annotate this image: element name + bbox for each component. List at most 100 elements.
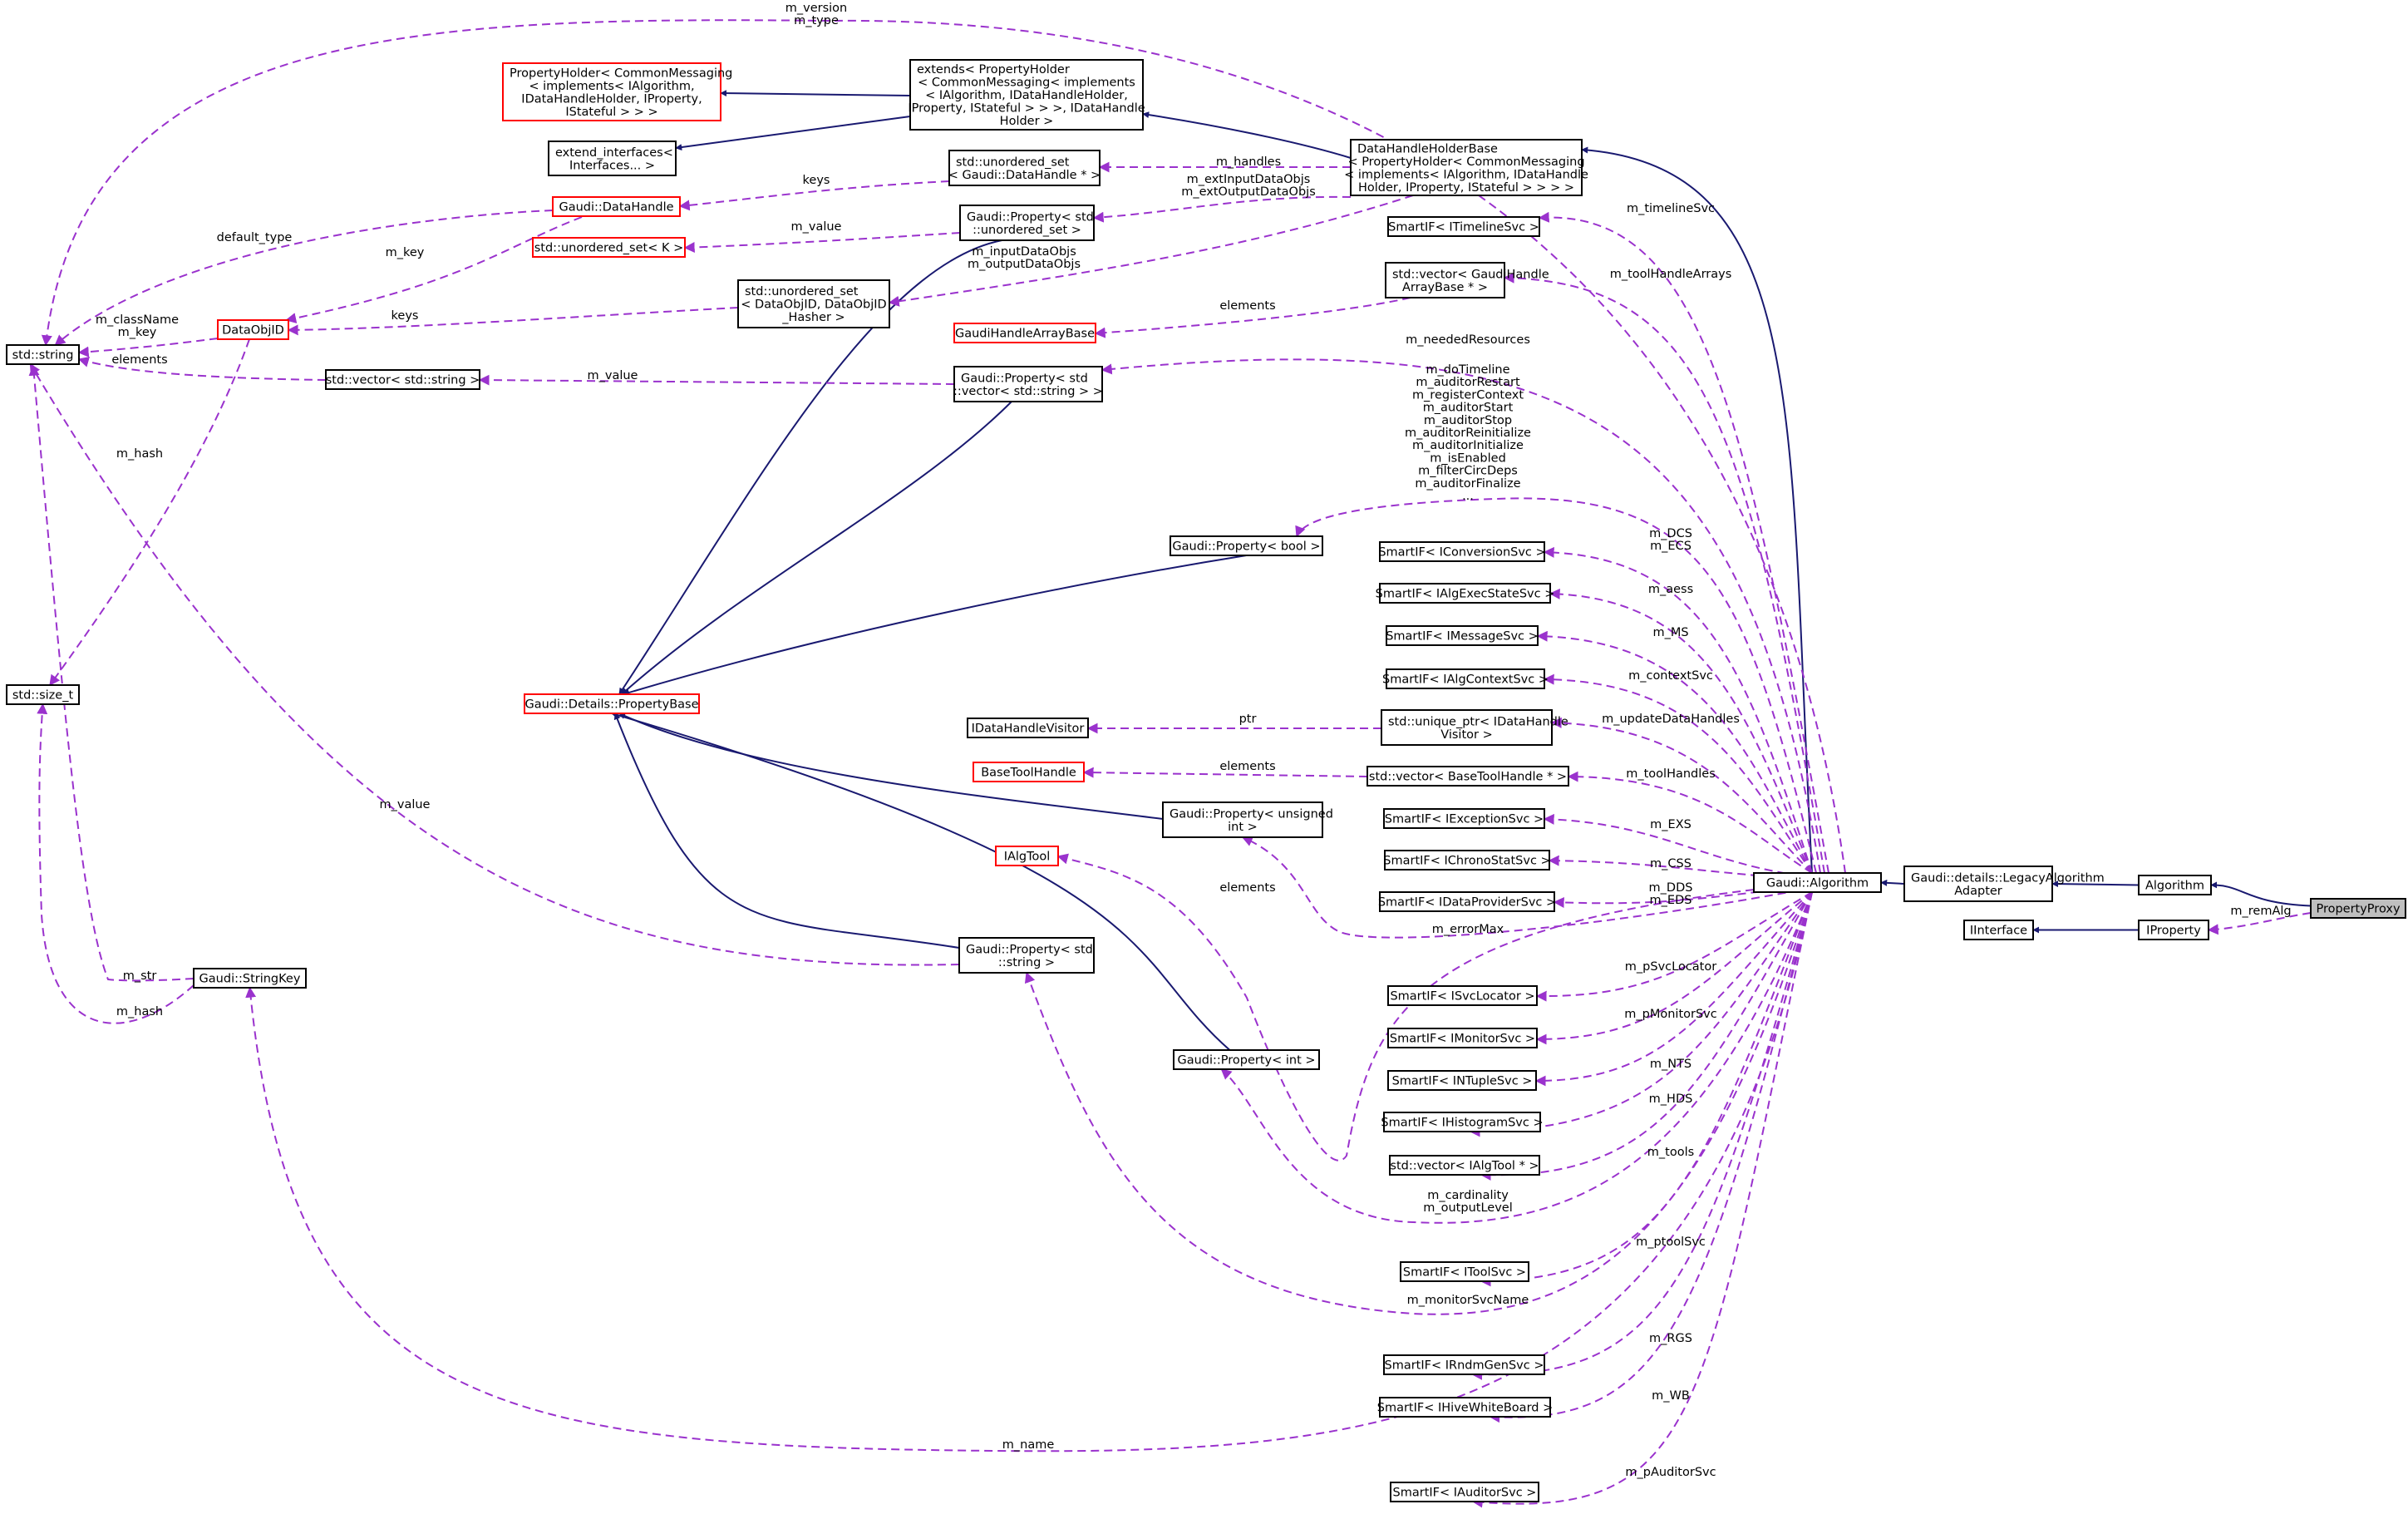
- edge-label-dds: m_DDS: [1649, 881, 1693, 895]
- class-node-sif-exc[interactable]: SmartIF< IExceptionSvc >: [1383, 808, 1545, 829]
- class-node-sif-aud[interactable]: SmartIF< IAuditorSvc >: [1390, 1482, 1539, 1502]
- edge-legacy-alg: [2051, 880, 2140, 888]
- class-node-ialgtool[interactable]: IAlgTool: [995, 846, 1059, 866]
- class-node-label: std::unique_ptr< IDataHandle: [1388, 715, 1568, 728]
- edge-label-elements-str: elements: [111, 353, 167, 367]
- class-node-sif-rnd[interactable]: SmartIF< IRndmGenSvc >: [1383, 1354, 1545, 1375]
- class-node-box: [2310, 898, 2406, 919]
- class-node-ghab[interactable]: GaudiHandleArrayBase: [953, 323, 1096, 343]
- class-node-label: < CommonMessaging< implements: [918, 76, 1135, 90]
- class-node-sif-chr[interactable]: SmartIF< IChronoStatSvc >: [1383, 850, 1551, 871]
- edge-udh: [1550, 717, 1813, 874]
- class-node-sif-mon[interactable]: SmartIF< IMonitorSvc >: [1387, 1028, 1538, 1048]
- class-node-box: [953, 323, 1096, 343]
- class-node-doid[interactable]: DataObjID: [217, 319, 289, 340]
- edge-label-value-uset: m_value: [791, 220, 842, 234]
- class-node-box: [1389, 1155, 1540, 1176]
- class-node-box: [193, 968, 307, 989]
- class-node-box: [1379, 1397, 1551, 1418]
- class-node-box: [548, 141, 677, 176]
- class-node-ext[interactable]: extends< PropertyHolder< CommonMessaging…: [908, 59, 1145, 131]
- class-node-uptr[interactable]: std::unique_ptr< IDataHandleVisitor >: [1381, 709, 1568, 746]
- class-node-galg[interactable]: Gaudi::Algorithm: [1753, 872, 1882, 893]
- edge-label-ctx: m_contextSvc: [1628, 669, 1713, 683]
- class-node-box: [524, 693, 700, 714]
- class-node-uset-dh[interactable]: std::unordered_set< Gaudi::DataHandle * …: [948, 150, 1101, 186]
- class-node-sif-tl[interactable]: SmartIF< ITimelineSvc >: [1387, 216, 1540, 237]
- class-node-sif-sl[interactable]: SmartIF< ISvcLocator >: [1387, 985, 1538, 1006]
- class-node-label: Gaudi::Property< std: [961, 372, 1088, 385]
- edge-exs: [1543, 813, 1813, 878]
- edge-mstr: [28, 364, 195, 982]
- edge-label-udh: m_updateDataHandles: [1602, 713, 1740, 726]
- class-node-pbase[interactable]: Gaudi::Details::PropertyBase: [524, 693, 700, 714]
- edge-paud: [1471, 891, 1813, 1508]
- class-node-box: [1367, 766, 1569, 787]
- class-node-vstr[interactable]: std::vector< std::string >: [325, 369, 480, 390]
- class-node-box: [1903, 866, 2053, 902]
- class-node-sif-hist[interactable]: SmartIF< IHistogramSvc >: [1381, 1112, 1544, 1132]
- class-node-prop-str[interactable]: Gaudi::Property< std::string >: [958, 937, 1095, 974]
- edge-label-bools: ...: [1462, 490, 1474, 503]
- class-node-sif-ctx[interactable]: SmartIF< IAlgContextSvc >: [1382, 668, 1549, 689]
- class-node-sif-wb[interactable]: SmartIF< IHiveWhiteBoard >: [1377, 1397, 1553, 1418]
- class-node-label: SmartIF< IDataProviderSvc >: [1378, 896, 1556, 910]
- class-node-iprop[interactable]: IProperty: [2138, 920, 2209, 940]
- class-node-extif[interactable]: extend_interfaces<Interfaces... >: [548, 141, 677, 176]
- class-node-alg[interactable]: Algorithm: [2138, 875, 2212, 895]
- class-node-label: IDataHandleVisitor: [972, 723, 1085, 736]
- class-node-vgha[interactable]: std::vector< GaudiHandleArrayBase * >: [1385, 262, 1549, 298]
- class-node-skey[interactable]: Gaudi::StringKey: [193, 968, 307, 989]
- edge-mkey: [285, 216, 583, 323]
- class-node-str[interactable]: std::string: [6, 344, 80, 365]
- class-node-prop-vstr[interactable]: Gaudi::Property< std::vector< std::strin…: [953, 366, 1103, 402]
- class-node-phold[interactable]: PropertyHolder< CommonMessaging< impleme…: [502, 62, 732, 121]
- class-node-prop-int[interactable]: Gaudi::Property< int >: [1173, 1049, 1320, 1070]
- class-node-prop-uset[interactable]: Gaudi::Property< std::unordered_set >: [959, 205, 1095, 241]
- class-node-iif[interactable]: IInterface: [1963, 920, 2034, 940]
- edge-hds: [1469, 891, 1813, 1137]
- class-node-idhv[interactable]: IDataHandleVisitor: [967, 718, 1089, 738]
- edge-label-classname: m_key: [118, 326, 157, 339]
- class-node-box: [948, 150, 1101, 186]
- class-node-label: std::vector< BaseToolHandle * >: [1369, 771, 1567, 784]
- edge-ext-dhhb: [1142, 111, 1352, 159]
- class-node-gdh[interactable]: Gaudi::DataHandle: [552, 196, 681, 217]
- edge-label-exs: m_EXS: [1650, 818, 1692, 831]
- class-node-sif-msg[interactable]: SmartIF< IMessageSvc >: [1386, 625, 1539, 646]
- class-node-vbth[interactable]: std::vector< BaseToolHandle * >: [1367, 766, 1569, 787]
- class-node-uset-k[interactable]: std::unordered_set< K >: [532, 237, 686, 258]
- class-node-sif-aes[interactable]: SmartIF< IAlgExecStateSvc >: [1376, 583, 1555, 604]
- class-node-sif-dp[interactable]: SmartIF< IDataProviderSvc >: [1378, 891, 1556, 912]
- class-node-vtool[interactable]: std::vector< IAlgTool * >: [1389, 1155, 1540, 1176]
- class-node-label: < PropertyHolder< CommonMessaging: [1347, 155, 1584, 169]
- edge-label-handles: m_handles: [1216, 155, 1281, 169]
- class-node-sif-nt[interactable]: SmartIF< INTupleSvc >: [1387, 1070, 1537, 1091]
- edge-label-psl: m_pSvcLocator: [1625, 960, 1716, 974]
- class-node-box: [1390, 1482, 1539, 1502]
- class-node-sizet[interactable]: std::size_t: [6, 684, 80, 705]
- class-node-label: ::vector< std::string > >: [953, 385, 1103, 398]
- edge-pbase-prop-int: [611, 712, 1231, 1051]
- class-node-sif-tool[interactable]: SmartIF< IToolSvc >: [1400, 1261, 1529, 1282]
- class-node-dhhb[interactable]: DataHandleHolderBase< PropertyHolder< Co…: [1344, 139, 1588, 196]
- edge-phold-ext: [720, 90, 911, 97]
- class-node-pp[interactable]: PropertyProxy: [2310, 898, 2406, 919]
- class-node-box: [325, 369, 480, 390]
- class-node-box: [1173, 1049, 1320, 1070]
- class-node-prop-bool[interactable]: Gaudi::Property< bool >: [1170, 535, 1323, 556]
- edge-label-value-vstr: m_value: [588, 369, 638, 382]
- class-node-label: SmartIF< IAlgContextSvc >: [1382, 673, 1549, 687]
- edge-card: [1220, 891, 1813, 1224]
- class-node-uset-doid[interactable]: std::unordered_set< DataObjID, DataObjID…: [737, 279, 890, 328]
- edge-label-elements-tool: elements: [1219, 881, 1275, 895]
- edge-label-bools: m_auditorStop: [1424, 414, 1512, 427]
- edge-label-tha: m_toolHandleArrays: [1610, 268, 1732, 281]
- class-node-bth[interactable]: BaseToolHandle: [973, 762, 1085, 782]
- edge-label-keys1: keys: [803, 174, 830, 187]
- class-node-box: [1379, 891, 1555, 912]
- class-node-sif-conv[interactable]: SmartIF< IConversionSvc >: [1378, 541, 1546, 562]
- edge-bools: [1295, 497, 1817, 874]
